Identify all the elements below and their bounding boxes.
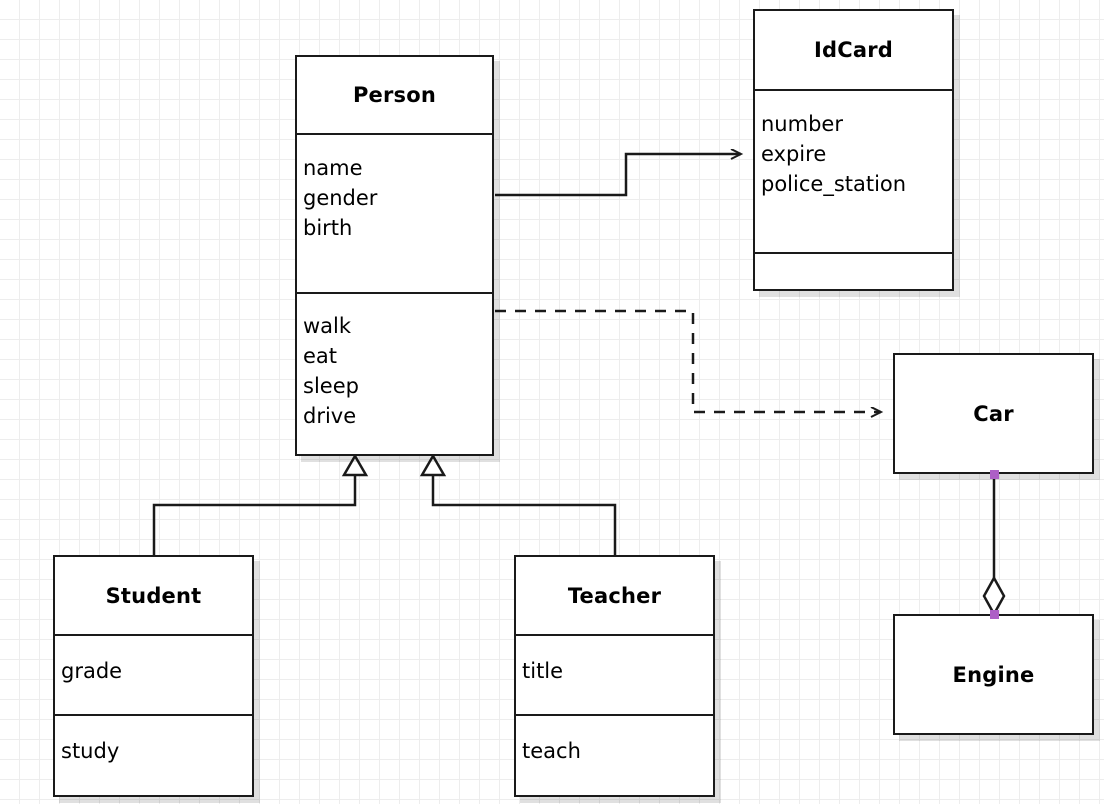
class-teacher-title: Teacher: [516, 557, 713, 634]
class-name-label: Car: [973, 401, 1014, 426]
class-teacher[interactable]: Teacher title teach: [514, 555, 715, 797]
attribute-item: gender: [303, 186, 378, 210]
edge-person-idcard[interactable]: [495, 154, 741, 197]
attribute-item: name: [303, 156, 363, 180]
class-name-label: Teacher: [567, 583, 662, 608]
edge-teacher-person[interactable]: [419, 453, 617, 557]
class-name-label: IdCard: [813, 38, 894, 62]
attribute-item: grade: [61, 659, 123, 683]
method-item: study: [61, 739, 120, 763]
edge-handle-engine-end[interactable]: [990, 610, 999, 619]
method-item: sleep: [303, 374, 359, 398]
class-student-title: Student: [55, 557, 252, 634]
method-item: drive: [303, 404, 357, 428]
attribute-item: title: [522, 659, 564, 683]
class-car-title: Car: [895, 355, 1092, 472]
class-name-label: Student: [105, 583, 202, 608]
class-name-label: Person: [352, 83, 437, 107]
attribute-item: birth: [303, 216, 353, 240]
method-item: walk: [303, 314, 352, 338]
edge-person-car[interactable]: [495, 309, 881, 412]
edge-student-person[interactable]: [152, 453, 369, 557]
class-student[interactable]: Student grade study: [53, 555, 254, 797]
class-engine[interactable]: Engine: [893, 614, 1094, 735]
class-teacher-methods: teach: [516, 714, 713, 795]
class-person-methods: walk eat sleep drive: [297, 292, 492, 454]
edge-handle-car-end[interactable]: [990, 470, 999, 479]
attribute-item: number: [761, 112, 843, 136]
class-teacher-attributes: title: [516, 634, 713, 714]
attribute-item: expire: [761, 142, 827, 166]
class-idcard-methods: [755, 252, 952, 289]
class-person-attributes: name gender birth: [297, 133, 492, 292]
class-name-label: Engine: [952, 662, 1035, 687]
class-engine-title: Engine: [895, 616, 1092, 733]
method-item: teach: [522, 739, 581, 763]
attribute-item: police_station: [761, 172, 907, 196]
class-idcard-attributes: number expire police_station: [755, 89, 952, 252]
class-student-methods: study: [55, 714, 252, 795]
edge-car-engine[interactable]: [982, 474, 1006, 617]
class-person[interactable]: Person name gender birth walk eat sleep …: [295, 55, 494, 456]
class-idcard[interactable]: IdCard number expire police_station: [753, 9, 954, 291]
class-student-attributes: grade: [55, 634, 252, 714]
class-idcard-title: IdCard: [755, 11, 952, 89]
method-item: eat: [303, 344, 338, 368]
class-car[interactable]: Car: [893, 353, 1094, 474]
class-person-title: Person: [297, 57, 492, 133]
